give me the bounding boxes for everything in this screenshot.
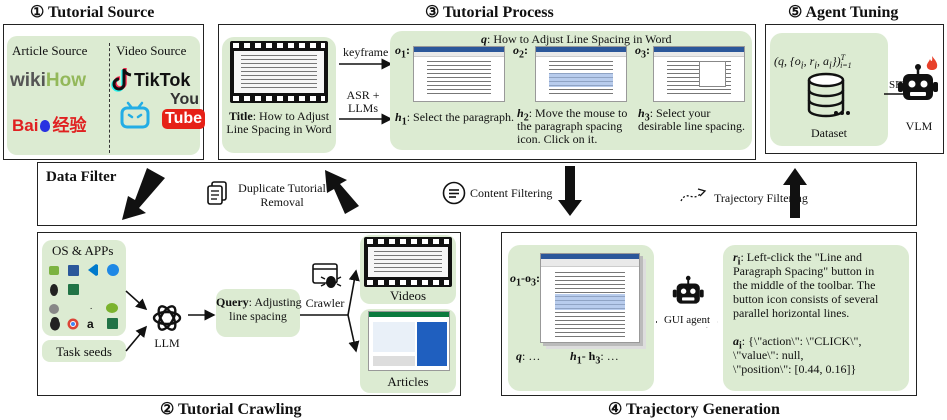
data-filter-panel: Data Filter Duplicate Tutorial Removal C… [37,162,917,226]
svg-text:a: a [87,317,94,331]
crawler-label: Crawler [305,296,345,310]
action-line-2: \"value\": null, [733,348,804,362]
obs-3-label: o3: [635,43,650,61]
word-document-icon [540,253,640,343]
obs-2-label: o2: [513,43,528,61]
step-h1: h1: Select the paragraph. [395,110,514,128]
duplicate-removal-label-2: Removal [260,195,304,209]
article-source-label: Article Source [12,43,88,58]
robot-icon [672,275,706,314]
tutorial-title-line-1: Title: How to Adjust [228,109,330,123]
action-line-1: ai: {\"action\": \"CLICK\", [733,334,862,352]
crawler-icon [312,263,342,296]
database-icon [806,72,852,126]
rationale-line-4: button icon consists of several [733,292,879,306]
keyframe-label: keyframe [343,45,389,59]
bilibili-icon [120,101,150,134]
youtube-tube-badge: Tube [162,109,206,129]
tutorial-process-title: ③ Tutorial Process [425,4,554,21]
tiktok-logo: TikTok [134,70,191,90]
gui-agent-label: GUI agent [657,313,717,327]
os-app-icon: . a [46,261,122,336]
wikihow-logo: wikiHow [10,70,87,91]
generation-h-label: h1- h3: … [570,349,619,367]
process-query: q: How to Adjust Line Spacing in Word [481,32,672,46]
os-apps-label: OS & APPs [52,243,114,258]
document-icon [206,181,228,212]
generation-q-label: q: … [516,349,541,363]
dataset-green-panel [770,33,888,146]
articles-label: Articles [387,374,429,389]
source-green-panel [7,36,200,155]
trajectory-generation-panel: o1-o3: q: … h1- h3: … GUI agent ri: Left… [501,232,917,396]
agent-tuning-title: ⑤ Agent Tuning [788,4,899,21]
asr-label-1: ASR + [346,88,380,102]
task-seeds-green-panel [42,340,126,362]
tutorial-crawling-panel: OS & APPs . a [37,232,461,396]
trajectory-filtering-label: Trajectory Filtering [714,191,808,205]
rationale-line-5: parallel horizontal lines. [733,306,850,320]
tiktok-icon [111,67,134,98]
fire-icon [926,56,938,77]
crawl-query-line-2: line spacing [229,309,287,323]
word-document-icon [653,46,745,102]
step-h3-line-2: desirable line spacing. [638,119,745,133]
llm-label: LLM [154,336,180,350]
word-document-icon [535,46,627,102]
filter-icon [442,181,466,210]
tutorial-crawling-title: ② Tutorial Crawling [160,401,302,418]
dataset-label: Dataset [811,126,847,140]
openai-icon [150,301,184,340]
obs-1-label: o1: [395,43,410,61]
step-h2-line-1: h2: Move the mouse to [517,106,628,124]
query-green-panel [216,289,300,337]
content-filtering-label: Content Filtering [470,186,553,200]
svg-text:.: . [90,301,92,311]
duplicate-removal-label-1: Duplicate Tutorial [238,181,326,195]
asr-label-2: LLMs [348,101,378,115]
crawling-arrows [125,269,360,353]
step-h3-line-1: h3: Select your [638,106,711,124]
rationale-line-3: the middle of the toolbar. The [733,278,876,292]
videos-label: Videos [389,288,427,303]
data-filter-title: Data Filter [46,169,117,185]
tutorial-source-title: ① Tutorial Source [30,4,155,21]
task-seeds-label: Task seeds [56,344,112,359]
source-divider [109,43,110,153]
trajectory-generation-title: ④ Trajectory Generation [608,401,780,418]
agent-tuning-panel: (q, {oi, ri, ai})Ti=1 Dataset SFT VLM [765,24,944,154]
rationale-line-2: Paragraph Spacing" button in [733,264,875,278]
tuple-formula: (q, {oi, ri, ai})Ti=1 [774,53,852,72]
rationale-green-panel [723,245,909,391]
curve-arrow-icon [679,187,709,208]
tutorial-process-panel: Title: How to Adjust Line Spacing in Wor… [218,24,756,160]
step-h2-line-2: the paragraph spacing [517,119,623,133]
video-source-label: Video Source [116,43,187,58]
film-strip-icon [230,41,328,103]
article-screenshot-icon [368,311,450,371]
tutorial-title-line-2: Line Spacing in Word [226,122,332,136]
rationale-line-1: ri: Left-click the "Line and [733,250,862,268]
robot-icon [897,63,941,112]
film-strip-icon [364,237,452,287]
process-arrows [339,58,393,125]
youtube-you-text: You [170,91,200,108]
obs-range-label: o1-o3: [510,271,540,289]
crawl-query-line-1: Query: Adjusting [216,295,302,309]
step-h2-line-3: icon. Click on it. [517,132,598,146]
word-document-icon [413,46,505,102]
vlm-label: VLM [905,119,933,133]
action-line-3: \"position\": [0.44, 0.16]} [733,362,857,376]
